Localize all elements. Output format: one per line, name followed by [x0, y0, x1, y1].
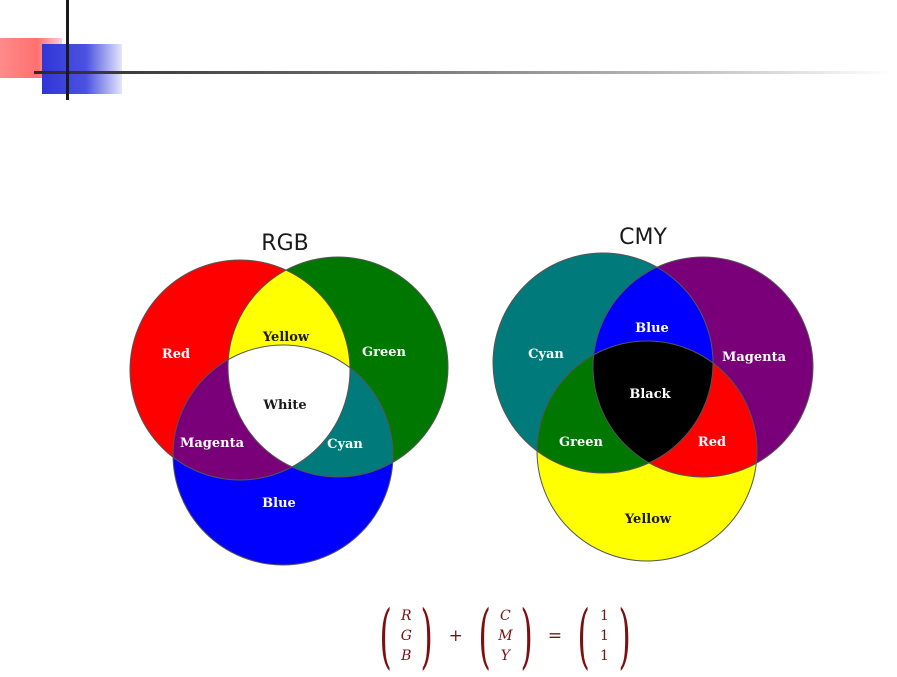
right-paren: ) — [618, 595, 632, 677]
rgb-red-outline — [129, 259, 351, 481]
rgb-label-magenta: Magenta — [180, 436, 245, 451]
rgb-blue-outline — [172, 344, 394, 566]
rgb-label-yellow: Yellow — [262, 330, 310, 345]
rgb-cmy-equation: ( R G B ) + ( C M Y ) = ( 1 1 1 ) — [372, 600, 639, 672]
rgb-vector-column: R G B — [399, 606, 413, 666]
left-paren: ( — [577, 595, 590, 677]
left-paren: ( — [478, 595, 491, 677]
cmy-label-yellow: Yellow — [624, 512, 672, 527]
rgb-label-red: Red — [162, 347, 190, 362]
rgb-vector: ( R G B ) — [372, 595, 441, 677]
equals-sign: = — [547, 626, 563, 646]
left-paren: ( — [379, 595, 392, 677]
cmy-label-cyan: Cyan — [528, 347, 564, 362]
cmy-black-region — [593, 341, 713, 473]
vector-entry: B — [401, 648, 412, 664]
cmy-vector-column: C M Y — [498, 606, 512, 666]
vector-entry: M — [498, 628, 513, 644]
right-paren: ) — [420, 595, 434, 677]
cmy-label-blue: Blue — [635, 321, 669, 336]
cmy-yellow-outline — [536, 340, 758, 562]
rgb-green-outline — [227, 256, 449, 478]
cmy-label-green: Green — [559, 435, 603, 450]
rgb-label-green: Green — [362, 345, 406, 360]
vector-entry: 1 — [599, 608, 609, 624]
vector-entry: 1 — [599, 628, 609, 644]
cmy-magenta-outline — [592, 256, 814, 478]
ones-vector: ( 1 1 1 ) — [570, 595, 639, 677]
vector-entry: R — [401, 608, 412, 624]
cmy-label-black: Black — [629, 387, 671, 402]
vector-entry: Y — [500, 648, 510, 664]
cmy-label-magenta: Magenta — [722, 350, 787, 365]
cmy-vector: ( C M Y ) — [471, 595, 540, 677]
rgb-title: RGB — [261, 231, 308, 256]
rgb-label-white: White — [262, 398, 306, 413]
decor-vertical-rule — [66, 0, 69, 100]
decor-horizontal-rule — [34, 71, 894, 74]
rgb-white-region — [228, 345, 350, 477]
vector-entry: C — [500, 608, 511, 624]
cmy-diagram: CMY Cyan Magenta Yellow Blue Green Red B… — [492, 225, 814, 562]
cmy-title: CMY — [619, 225, 667, 250]
rgb-label-blue: Blue — [262, 496, 296, 511]
rgb-label-cyan: Cyan — [327, 437, 363, 452]
ones-vector-column: 1 1 1 — [597, 606, 611, 666]
decor-blue-block — [42, 44, 122, 94]
rgb-diagram: RGB Red Green Blue Yellow Magenta Cyan W… — [129, 231, 449, 566]
vector-entry: 1 — [599, 648, 609, 664]
right-paren: ) — [520, 595, 533, 677]
cmy-label-red: Red — [698, 435, 726, 450]
vector-entry: G — [400, 628, 412, 644]
plus-sign: + — [448, 626, 463, 646]
